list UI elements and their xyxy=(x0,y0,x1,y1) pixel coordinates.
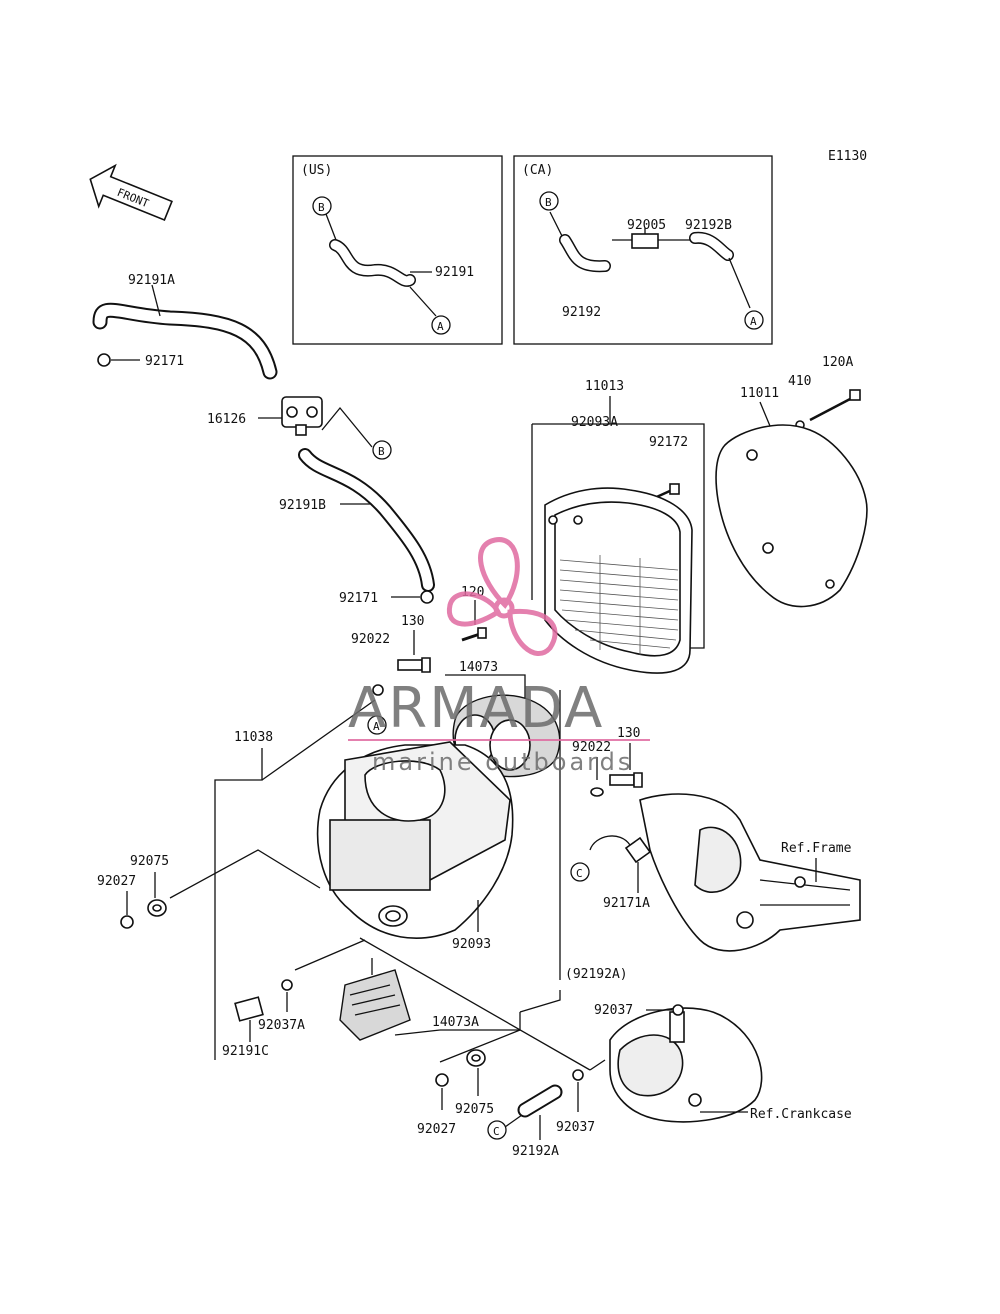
label-130-left: 130 xyxy=(401,614,424,629)
label-14073: 14073 xyxy=(459,660,498,675)
label-14073a: 14073A xyxy=(432,1015,479,1030)
tag-b-main xyxy=(372,440,392,460)
grommet-top-housing xyxy=(372,684,384,696)
armada-watermark: ARMADA marine outboards xyxy=(348,537,650,776)
clamp-92037-top xyxy=(672,1004,684,1016)
propeller-logo-icon xyxy=(446,537,558,656)
tag-b-ca xyxy=(539,191,559,211)
label-92192: 92192 xyxy=(562,305,601,320)
label-92191a: 92191A xyxy=(128,273,175,288)
collar-92027-left xyxy=(120,915,134,929)
label-120a: 120A xyxy=(822,355,853,370)
us-box-title: (US) xyxy=(301,163,332,178)
duct-14073a xyxy=(339,969,411,1041)
tag-b-us xyxy=(312,196,332,216)
collar-92027-bottom xyxy=(435,1073,449,1087)
label-92192a: 92192A xyxy=(512,1144,559,1159)
label-92075-left: 92075 xyxy=(130,854,169,869)
label-410: 410 xyxy=(788,374,811,389)
label-ref-crankcase: Ref.Crankcase xyxy=(750,1107,852,1122)
air-cleaner-cover-11011 xyxy=(715,424,868,608)
label-92093a: 92093A xyxy=(571,415,618,430)
watermark-tagline: marine outboards xyxy=(372,748,633,776)
clamp-92037a xyxy=(281,979,293,991)
hose-92191b xyxy=(298,448,435,592)
label-92172: 92172 xyxy=(649,435,688,450)
svg-text:A: A xyxy=(437,320,444,333)
us-variant-box xyxy=(292,155,503,345)
plug-92191c xyxy=(234,996,264,1022)
clamp-92037-bottom xyxy=(572,1069,584,1081)
grommet-92075-left xyxy=(147,899,167,917)
label-11011: 11011 xyxy=(740,386,779,401)
svg-text:C: C xyxy=(493,1125,500,1138)
ca-box-title: (CA) xyxy=(522,163,553,178)
tee-joint-92005 xyxy=(631,233,659,249)
air-cleaner-housing-11038 xyxy=(316,741,514,939)
label-11013: 11013 xyxy=(585,379,624,394)
label-92027-bottom: 92027 xyxy=(417,1122,456,1137)
bolt-120 xyxy=(461,627,487,642)
svg-text:B: B xyxy=(545,196,552,209)
label-92191: 92191 xyxy=(435,265,474,280)
label-92191c: 92191C xyxy=(222,1044,269,1059)
bolt-120a xyxy=(795,389,861,430)
front-arrow-icon: FRONT xyxy=(89,163,173,222)
tag-a-main xyxy=(367,715,387,735)
label-92037-bottom: 92037 xyxy=(556,1120,595,1135)
tag-a-us xyxy=(431,315,451,335)
svg-text:A: A xyxy=(373,720,380,733)
svg-text:C: C xyxy=(576,867,583,880)
label-92022-left: 92022 xyxy=(351,632,390,647)
crankcase-reference xyxy=(609,1007,763,1123)
label-92171-mid: 92171 xyxy=(339,591,378,606)
label-92192a-paren: (92192A) xyxy=(565,967,628,982)
ca-variant-box xyxy=(513,155,773,345)
grommet-92075-bottom xyxy=(466,1049,486,1067)
label-92093: 92093 xyxy=(452,937,491,952)
label-92192b: 92192B xyxy=(685,218,732,233)
clamp-92171-top xyxy=(97,353,111,367)
tag-c-left xyxy=(570,862,590,882)
label-92171-top: 92171 xyxy=(145,354,184,369)
hose-92192a xyxy=(517,1084,563,1118)
diagram-code: E1130 xyxy=(828,149,867,164)
bolt-130-right xyxy=(609,772,643,788)
clamp-92171-mid xyxy=(420,590,434,604)
valve-16126 xyxy=(281,396,323,436)
label-92005: 92005 xyxy=(627,218,666,233)
air-filter-element-11013 xyxy=(544,487,693,674)
label-92171a: 92171A xyxy=(603,896,650,911)
clip-92171a xyxy=(624,836,652,864)
watermark-brand: ARMADA xyxy=(348,676,604,741)
svg-text:B: B xyxy=(378,445,385,458)
tag-c-bottom xyxy=(487,1120,507,1140)
label-16126: 16126 xyxy=(207,412,246,427)
label-92027-left: 92027 xyxy=(97,874,136,889)
label-11038: 11038 xyxy=(234,730,273,745)
label-92075-bottom: 92075 xyxy=(455,1102,494,1117)
svg-text:B: B xyxy=(318,201,325,214)
label-92191b: 92191B xyxy=(279,498,326,513)
bolt-130-left xyxy=(397,657,431,673)
label-92037-top: 92037 xyxy=(594,1003,633,1018)
label-92037a: 92037A xyxy=(258,1018,305,1033)
frame-reference xyxy=(639,793,861,952)
tag-a-ca xyxy=(744,310,764,330)
washer-92022-right xyxy=(590,787,604,797)
label-ref-frame: Ref.Frame xyxy=(781,841,852,856)
label-92022-right: 92022 xyxy=(572,740,611,755)
svg-text:A: A xyxy=(750,315,757,328)
label-130-right: 130 xyxy=(617,726,640,741)
